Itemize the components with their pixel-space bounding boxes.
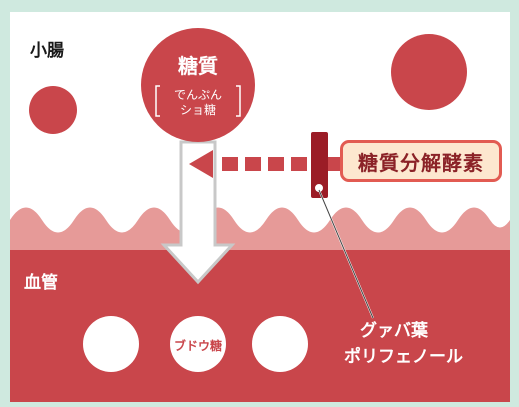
sugar-particle xyxy=(391,34,467,110)
carbohydrate-label: 糖質 xyxy=(178,54,218,78)
pointer-line xyxy=(318,189,374,319)
glucose-label: ブドウ糖 xyxy=(173,339,222,353)
sugar-particle xyxy=(29,86,77,134)
carbohydrate-sub-line2: ショ糖 xyxy=(179,103,216,117)
blocked-arrow-dash xyxy=(326,157,342,171)
guava-label-line1: グァバ葉 xyxy=(360,321,428,341)
blocked-arrow-dash xyxy=(245,157,261,171)
enzyme-label: 糖質分解酵素 xyxy=(358,150,484,175)
bracket-right xyxy=(236,85,241,117)
bracket-left xyxy=(155,85,160,117)
blocked-arrow-dash xyxy=(291,157,307,171)
blocker-pin-icon xyxy=(313,182,325,194)
blood-vessel-label: 血管 xyxy=(24,273,58,293)
enzyme-blocker xyxy=(311,132,328,198)
intestinal-wall xyxy=(10,207,510,250)
glucose-particle xyxy=(170,316,226,372)
carbohydrate-sub-line1: でんぷん xyxy=(173,88,222,102)
blocked-arrow-dash xyxy=(268,157,284,171)
guava-label-line2: ポリフェノール xyxy=(344,347,463,367)
blocked-arrow-dash xyxy=(222,157,238,171)
glucose-particle xyxy=(83,316,139,372)
enzyme-label-box: 糖質分解酵素 xyxy=(340,140,502,182)
blocked-arrow-head xyxy=(189,150,213,178)
absorption-arrow xyxy=(160,140,236,285)
carbohydrate-circle xyxy=(141,28,255,142)
glucose-particle xyxy=(252,316,308,372)
small-intestine-label: 小腸 xyxy=(30,41,64,61)
